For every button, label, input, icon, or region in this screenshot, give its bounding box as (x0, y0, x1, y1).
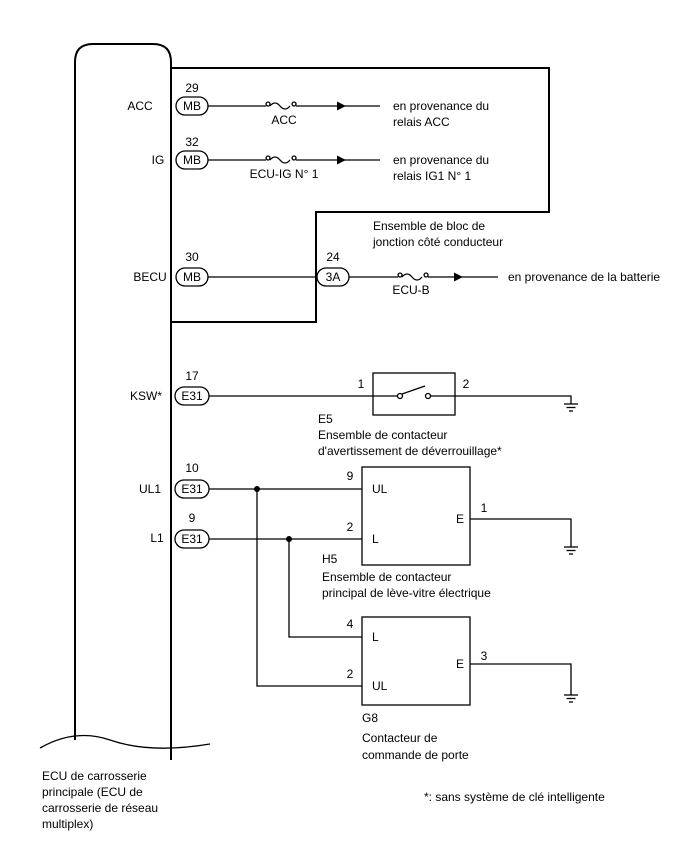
junction-3a-connector-code: 3A (326, 270, 341, 284)
h5-label-e: E (456, 512, 464, 526)
l1-connector-code: E31 (181, 532, 203, 546)
e5-label-line-1: Ensemble de contacteur (318, 428, 447, 442)
ecu-body (39, 43, 211, 760)
h5-ground-icon (564, 546, 578, 555)
ksw-connector-code: E31 (181, 389, 203, 403)
ecu-label-line-3: carrosserie de réseau (42, 801, 158, 815)
ig-circuit: IG 32 MB ECU-IG N° 1 en provenance du re… (152, 135, 489, 183)
acc-fuse-label: ACC (271, 113, 297, 127)
acc-circuit: ACC 29 MB ACC en provenance du relais AC… (127, 81, 489, 129)
ig-pin-number: 32 (185, 135, 199, 149)
h5-pin-ul: 9 (347, 469, 354, 483)
g8-pin-e: 3 (481, 649, 488, 663)
ul1-pin-number: 10 (185, 461, 199, 475)
g8-ground-icon (564, 694, 578, 703)
e5-switch-box (372, 372, 456, 416)
h5-label-l: L (372, 532, 379, 546)
ig-source-line-2: relais IG1 N° 1 (393, 169, 471, 183)
e5-ground-icon (564, 403, 578, 412)
g8-label-l: L (372, 630, 379, 644)
g8-code: G8 (362, 711, 378, 725)
h5-code: H5 (322, 552, 338, 566)
g8-switch-box (361, 616, 471, 706)
g8-label-line-1: Contacteur de (362, 731, 438, 745)
becu-circuit: BECU 30 MB 24 3A ECU-B en provenance de … (133, 250, 660, 297)
ecu-label: ECU de carrosserie principale (ECU de ca… (42, 769, 158, 831)
ecu-label-line-4: multiplex) (42, 817, 93, 831)
becu-pin-number: 30 (185, 250, 199, 264)
h5-switch-box (361, 466, 471, 566)
footnote: *: sans système de clé intelligente (424, 790, 605, 804)
junction-block-label-line-1: Ensemble de bloc de (373, 219, 485, 233)
g8-pin-l: 4 (347, 617, 354, 631)
ig-signal-label: IG (152, 153, 165, 167)
ecu-label-line-2: principale (ECU de (42, 785, 143, 799)
battery-source-label: en provenance de la batterie (508, 270, 660, 284)
ig-source-line-1: en provenance du (393, 153, 489, 167)
ecu-label-line-1: ECU de carrosserie (42, 769, 147, 783)
g8-label-ul: UL (372, 679, 388, 693)
h5-pin-l: 2 (347, 520, 354, 534)
e5-label-line-2: d'avertissement de déverrouillage* (318, 444, 502, 458)
h5-label-line-2: principal de lève-vitre électrique (322, 586, 491, 600)
acc-source-line-1: en provenance du (393, 99, 489, 113)
ig-fuse-icon (265, 155, 297, 164)
ecub-fuse-label: ECU-B (392, 283, 429, 297)
l1-signal-label: L1 (150, 531, 164, 545)
ksw-signal-label: KSW* (130, 389, 162, 403)
junction-3a-pin-number: 24 (326, 250, 340, 264)
acc-source-line-2: relais ACC (393, 115, 450, 129)
h5-label-ul: UL (372, 482, 388, 496)
e5-pin-right: 2 (463, 377, 470, 391)
g8-label-e: E (456, 657, 464, 671)
g8-pin-ul: 2 (347, 667, 354, 681)
junction-block-label-line-2: jonction côté conducteur (372, 235, 503, 249)
ecub-fuse-icon (397, 272, 429, 281)
window-switch-circuit: UL1 10 E31 L1 9 E31 9 UL 2 L E 1 H5 Ense… (139, 461, 578, 762)
e5-switch-lever-icon (401, 385, 426, 395)
junction-block-outline (171, 67, 550, 323)
h5-label-line-1: Ensemble de contacteur (322, 570, 451, 584)
ig-fuse-label: ECU-IG N° 1 (250, 167, 319, 181)
acc-connector-code: MB (183, 99, 201, 113)
h5-pin-e: 1 (481, 501, 488, 515)
l1-pin-number: 9 (189, 511, 196, 525)
ig-connector-code: MB (183, 153, 201, 167)
e5-pin-left: 1 (358, 377, 365, 391)
ul1-connector-code: E31 (181, 482, 203, 496)
ksw-circuit: KSW* 17 E31 1 2 E5 Ensemble de contacteu… (130, 369, 578, 458)
becu-connector-code: MB (183, 270, 201, 284)
ksw-pin-number: 17 (185, 369, 199, 383)
ul1-signal-label: UL1 (139, 482, 161, 496)
acc-fuse-icon (265, 101, 297, 110)
becu-signal-label: BECU (133, 270, 166, 284)
acc-pin-number: 29 (185, 81, 199, 95)
e5-code: E5 (318, 412, 333, 426)
e5-switch-contact-icon (396, 392, 404, 400)
acc-signal-label: ACC (127, 99, 153, 113)
g8-label-line-2: commande de porte (362, 748, 469, 762)
